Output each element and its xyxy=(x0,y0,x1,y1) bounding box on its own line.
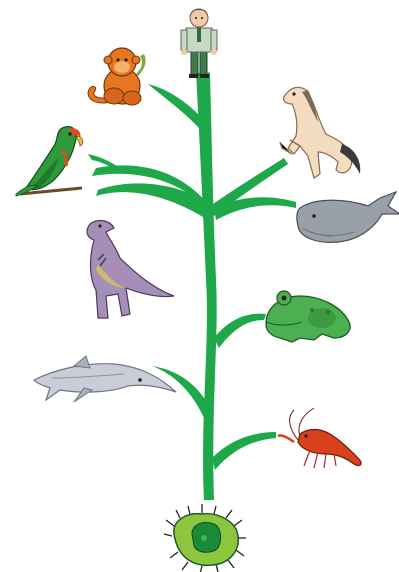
branch-monkey xyxy=(148,84,202,128)
branch-shrimp xyxy=(212,432,276,470)
branch-ichthyosaur xyxy=(152,366,208,418)
monkey-icon xyxy=(88,48,146,105)
horse-icon xyxy=(280,87,360,178)
branch-frog xyxy=(214,314,266,348)
cell-icon xyxy=(164,504,246,572)
tree-trunk xyxy=(196,72,217,500)
branch-parrot xyxy=(92,165,210,220)
dinosaur-icon xyxy=(87,221,174,318)
frog-icon xyxy=(266,291,350,342)
shrimp-icon xyxy=(278,408,361,468)
ichthyosaur-icon xyxy=(34,356,176,402)
parrot-icon xyxy=(16,127,83,196)
whale-icon xyxy=(297,192,399,242)
human-icon xyxy=(181,9,217,78)
